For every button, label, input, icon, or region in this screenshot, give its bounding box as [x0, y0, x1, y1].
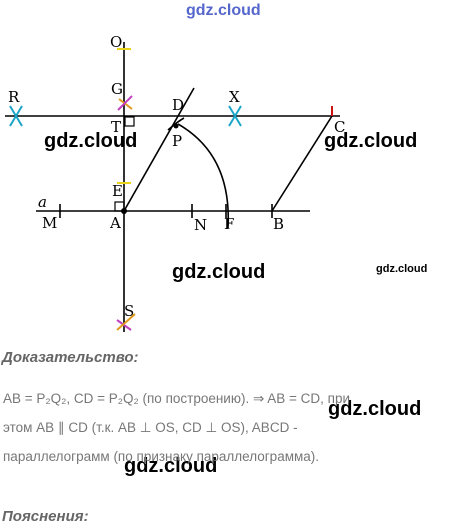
geometry-construction-figure: O G T R X D C P E a M A N F B S: [5, 33, 345, 332]
mark-p-cross: [167, 117, 185, 131]
arc-pf: [177, 123, 230, 229]
label-n: N: [194, 216, 207, 234]
point-p: [173, 123, 179, 129]
right-angle-marker-a: [114, 201, 125, 212]
proof-line-1: AB = P₂Q₂, CD = P₂Q₂ (по построению). ⇒ …: [3, 391, 351, 406]
label-p: P: [172, 132, 182, 150]
header-watermark: gdz.cloud: [186, 2, 261, 19]
proof-line-3: параллелограмм (по признаку параллелогра…: [3, 449, 320, 464]
mark-g-orange: [118, 98, 133, 110]
explanations-heading: Пояснения:: [2, 508, 89, 525]
label-c: C: [334, 118, 345, 136]
mark-g-magenta: [117, 95, 133, 111]
label-g: G: [111, 80, 123, 98]
watermark: gdz.cloud: [328, 398, 422, 420]
label-b: B: [273, 215, 284, 233]
label-s: S: [124, 302, 134, 320]
label-r: R: [8, 88, 20, 106]
label-m: M: [42, 214, 57, 232]
watermark: gdz.cloud: [124, 455, 218, 477]
right-angle-marker-t: [124, 116, 135, 127]
mark-x-2: [228, 105, 242, 127]
label-f: F: [224, 215, 234, 233]
proof-text: AB = P₂Q₂, CD = P₂Q₂ (по построению). ⇒ …: [3, 384, 443, 471]
mark-s-orange: [116, 313, 136, 331]
label-t: T: [111, 118, 121, 136]
label-a-line: a: [38, 193, 47, 211]
mark-r-2: [9, 105, 23, 127]
label-e: E: [112, 182, 123, 200]
segment-ad: [123, 87, 195, 212]
watermark: gdz.cloud: [376, 263, 428, 275]
label-d: D: [172, 96, 184, 114]
watermark: gdz.cloud: [324, 130, 418, 152]
point-a: [121, 208, 127, 214]
watermark: gdz.cloud: [44, 130, 138, 152]
watermark: gdz.cloud: [172, 261, 266, 283]
label-x: X: [229, 88, 240, 106]
label-o: O: [110, 33, 122, 51]
proof-heading: Доказательство:: [2, 349, 139, 366]
label-a: A: [109, 214, 121, 232]
segment-bc: [271, 115, 333, 212]
proof-line-2: этом AB ∥ CD (т.к. AB ⊥ OS, CD ⊥ OS), AB…: [3, 420, 298, 435]
